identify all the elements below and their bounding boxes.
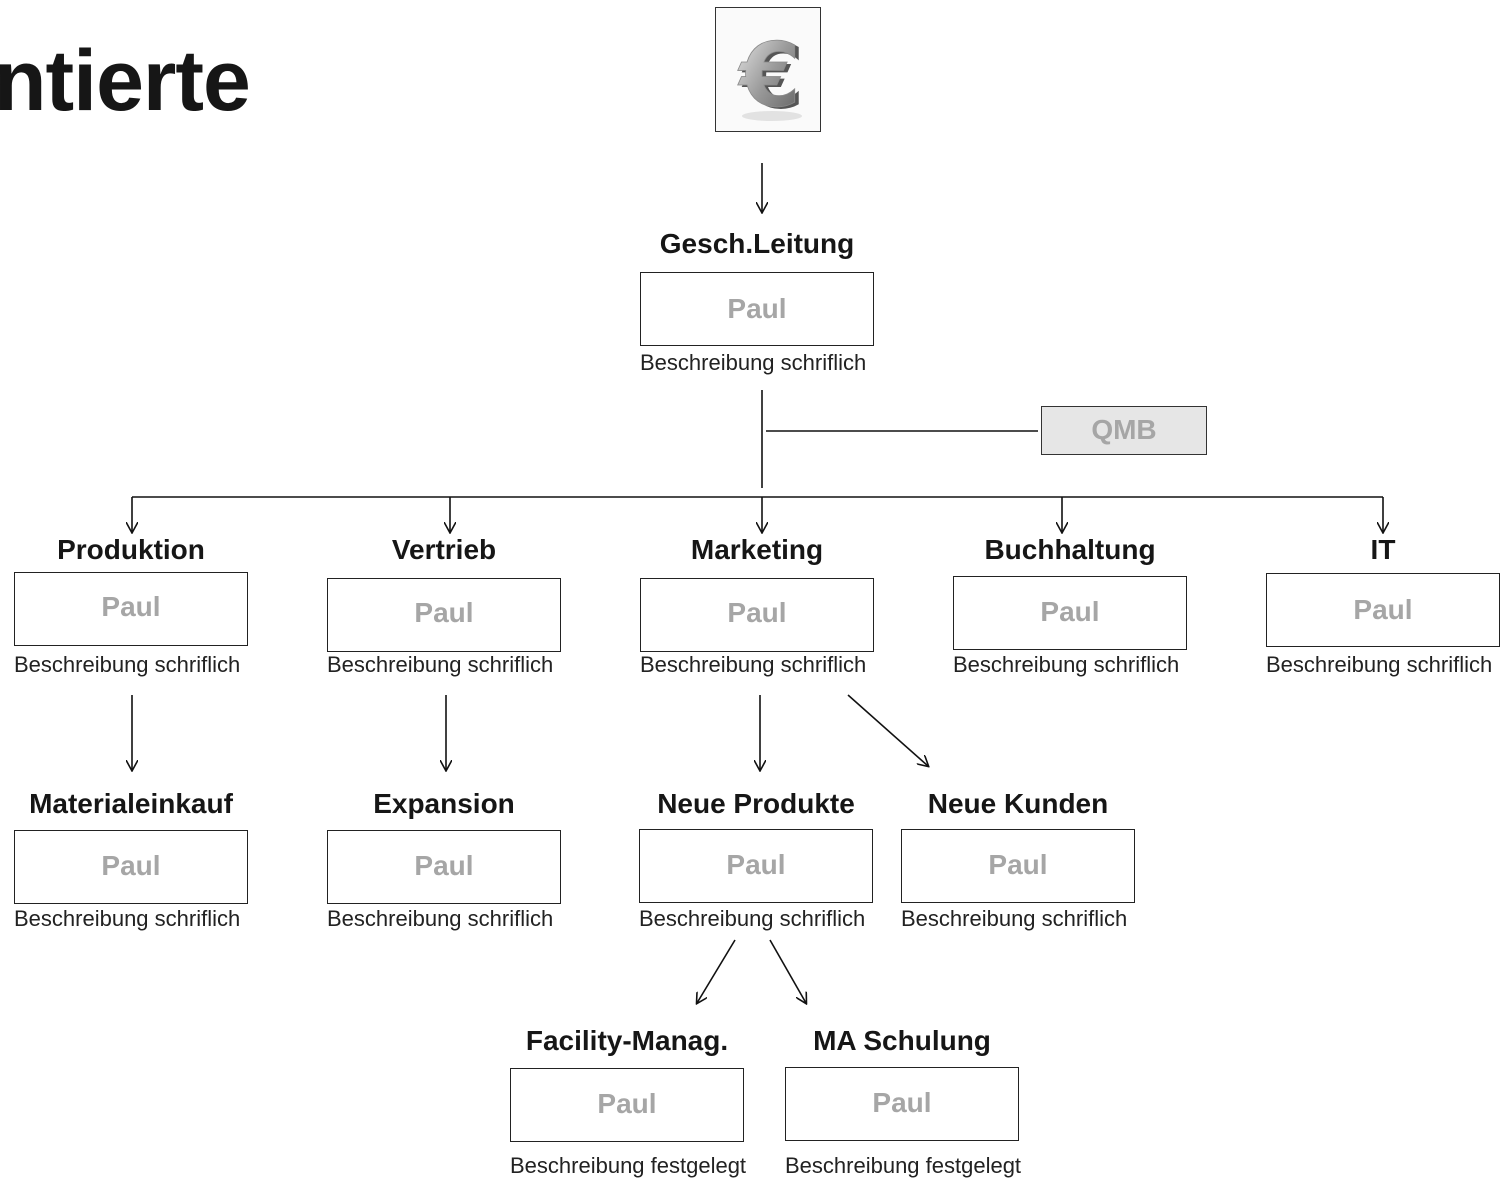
node-person: Paul: [726, 849, 786, 880]
node-person: Paul: [414, 850, 474, 881]
node-description: Beschreibung schriflich: [639, 906, 866, 931]
node-description: Beschreibung schriflich: [640, 652, 867, 677]
euro-logo: € €: [715, 7, 821, 132]
node-box: [953, 576, 1187, 650]
arrow-neue-kunden: [847, 694, 928, 766]
node-title: Materialeinkauf: [29, 788, 233, 819]
node-description: Beschreibung schriflich: [14, 652, 241, 677]
node-title: Buchhaltung: [984, 534, 1156, 565]
arrow-ma-schulung: [769, 939, 806, 1003]
node-box: [1266, 573, 1500, 647]
node-box: [14, 572, 248, 646]
node-title: Produktion: [57, 534, 205, 565]
node-title: Neue Produkte: [657, 788, 855, 819]
node-person: Paul: [101, 850, 161, 881]
node-person: Paul: [727, 293, 787, 324]
arrow-facility: [697, 939, 736, 1003]
node-box: [14, 830, 248, 904]
node-person: Paul: [988, 849, 1048, 880]
node-description: Beschreibung schriflich: [327, 652, 554, 677]
qmb-box: QMB: [1041, 406, 1207, 455]
node-title: Gesch.Leitung: [659, 228, 855, 259]
node-box: [639, 829, 873, 903]
node-person: Paul: [727, 597, 787, 628]
node-description: Beschreibung schriflich: [953, 652, 1180, 677]
node-person: Paul: [1353, 594, 1413, 625]
node-description: Beschreibung festgelegt: [510, 1153, 747, 1178]
node-title: Expansion: [373, 788, 515, 819]
node-title: Marketing: [690, 534, 824, 565]
node-box: [901, 829, 1135, 903]
node-box: [640, 272, 874, 346]
node-box: [327, 830, 561, 904]
node-title: IT: [1370, 534, 1396, 565]
node-person: Paul: [872, 1087, 932, 1118]
node-box: [327, 578, 561, 652]
node-person: Paul: [1040, 596, 1100, 627]
node-description: Beschreibung festgelegt: [785, 1153, 1022, 1178]
node-person: Paul: [101, 591, 161, 622]
node-description: Beschreibung schriflich: [640, 350, 867, 375]
node-title: Facility-Manag.: [525, 1025, 729, 1056]
node-box: [785, 1067, 1019, 1141]
node-title: Neue Kunden: [927, 788, 1109, 819]
node-description: Beschreibung schriflich: [327, 906, 554, 931]
euro-icon: € €: [737, 24, 805, 129]
node-description: Beschreibung schriflich: [901, 906, 1128, 931]
node-person: Paul: [597, 1088, 657, 1119]
node-person: Paul: [414, 597, 474, 628]
svg-text:€: €: [741, 26, 804, 129]
node-box: [640, 578, 874, 652]
node-description: Beschreibung schriflich: [1266, 652, 1493, 677]
node-title: MA Schulung: [813, 1025, 991, 1056]
svg-text:€: €: [737, 24, 800, 127]
node-title: Vertrieb: [391, 534, 497, 565]
node-box: [510, 1068, 744, 1142]
page-heading: ntierte: [0, 33, 251, 129]
node-description: Beschreibung schriflich: [14, 906, 241, 931]
